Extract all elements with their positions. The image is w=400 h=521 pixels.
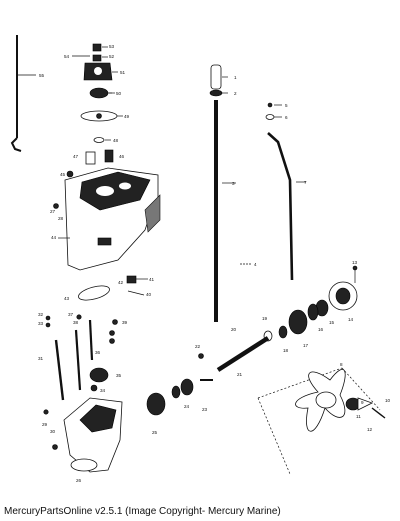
- callout-16: 16: [318, 327, 324, 332]
- callout-48: 48: [113, 138, 119, 143]
- screw-34: [90, 384, 98, 392]
- callout-24: 24: [184, 404, 190, 409]
- callout-30: 30: [50, 429, 56, 434]
- callout-21: 21: [237, 372, 243, 377]
- callout-45: 45: [60, 172, 66, 177]
- part-47: [85, 151, 96, 165]
- callout-1: 1: [234, 75, 237, 80]
- propeller-8: [257, 367, 386, 475]
- gear-housing-26: [43, 397, 123, 473]
- shift-rod-55: [10, 35, 36, 152]
- callout-53: 53: [109, 44, 115, 49]
- callout-50: 50: [116, 91, 122, 96]
- part-33: [109, 338, 115, 344]
- callout-28: 28: [58, 216, 64, 221]
- shift-shaft-7: [265, 102, 306, 281]
- water-pump-housing: [72, 43, 113, 81]
- part-18: [278, 325, 288, 339]
- bearing-carrier-14: [328, 265, 358, 311]
- impeller-50: [89, 87, 112, 99]
- bearing-16: [307, 303, 319, 321]
- callout-34: 34: [100, 388, 106, 393]
- screw-45: [66, 170, 74, 178]
- bolt-40: [127, 290, 145, 296]
- callout-39: 39: [122, 320, 128, 325]
- callout-2: 2: [234, 91, 237, 96]
- copyright-footer: MercuryPartsOnline v2.5.1 (Image Copyrig…: [4, 506, 281, 517]
- gear-24: [180, 378, 194, 396]
- callout-23: 23: [202, 407, 208, 412]
- callout-17: 17: [303, 343, 309, 348]
- callout-33: 33: [38, 321, 44, 326]
- prop-shaft-21: [216, 336, 270, 372]
- leader-lines: [102, 46, 282, 141]
- callout-32: 32: [38, 312, 44, 317]
- callout-26: 26: [76, 478, 82, 483]
- callout-14: 14: [348, 317, 354, 322]
- callout-43: 43: [64, 296, 70, 301]
- drive-shaft-3: [209, 64, 252, 322]
- part-46: [104, 149, 114, 163]
- callout-7: 7: [304, 180, 307, 185]
- callout-15: 15: [329, 320, 335, 325]
- callout-12: 12: [367, 427, 373, 432]
- callout-40: 40: [146, 292, 152, 297]
- callout-31: 31: [38, 356, 44, 361]
- callout-25: 25: [152, 430, 158, 435]
- callout-37: 37: [68, 312, 74, 317]
- gear-17: [288, 309, 308, 335]
- callout-11: 11: [356, 414, 361, 419]
- callout-13: 13: [352, 260, 358, 265]
- callout-42: 42: [118, 280, 124, 285]
- studs: [45, 314, 94, 401]
- callout-6: 6: [285, 115, 288, 120]
- callout-27: 27: [50, 209, 56, 214]
- callout-22: 22: [195, 344, 201, 349]
- part-41: [126, 275, 137, 284]
- callout-5: 5: [285, 103, 288, 108]
- callout-52: 52: [109, 54, 115, 59]
- callout-49: 49: [124, 114, 130, 119]
- callout-18: 18: [283, 348, 289, 353]
- plate-49: [80, 110, 118, 122]
- callout-55: 55: [39, 73, 45, 78]
- callout-44: 44: [51, 235, 57, 240]
- callout-36: 36: [95, 350, 101, 355]
- gasket-48: [93, 137, 105, 143]
- part-39: [112, 319, 118, 325]
- gasket-43: [78, 285, 110, 301]
- bearing-19b: [171, 385, 181, 399]
- callout-9: 9: [361, 400, 364, 405]
- callout-51: 51: [120, 70, 126, 75]
- callout-54: 54: [64, 54, 70, 59]
- callout-10: 10: [385, 398, 391, 403]
- part-35: [89, 367, 109, 383]
- screw-27: [53, 203, 59, 209]
- callout-19: 19: [262, 316, 268, 321]
- callout-38: 38: [73, 320, 79, 325]
- part-22b: [198, 353, 204, 359]
- callout-3: 3: [232, 181, 235, 186]
- exploded-parts-diagram: 1 2 3 4 5 6 7 8 9 10 11 12 13 14 15 16 1…: [10, 35, 391, 483]
- gear-25: [146, 392, 166, 416]
- callout-29: 29: [42, 422, 48, 427]
- callout-47: 47: [73, 154, 79, 159]
- callout-46: 46: [119, 154, 125, 159]
- callout-35: 35: [116, 373, 122, 378]
- part-22: [109, 330, 115, 336]
- callout-41: 41: [149, 277, 155, 282]
- callout-4: 4: [254, 262, 257, 267]
- callout-8: 8: [340, 362, 343, 367]
- callout-20: 20: [231, 327, 237, 332]
- driveshaft-housing-44: [58, 167, 161, 271]
